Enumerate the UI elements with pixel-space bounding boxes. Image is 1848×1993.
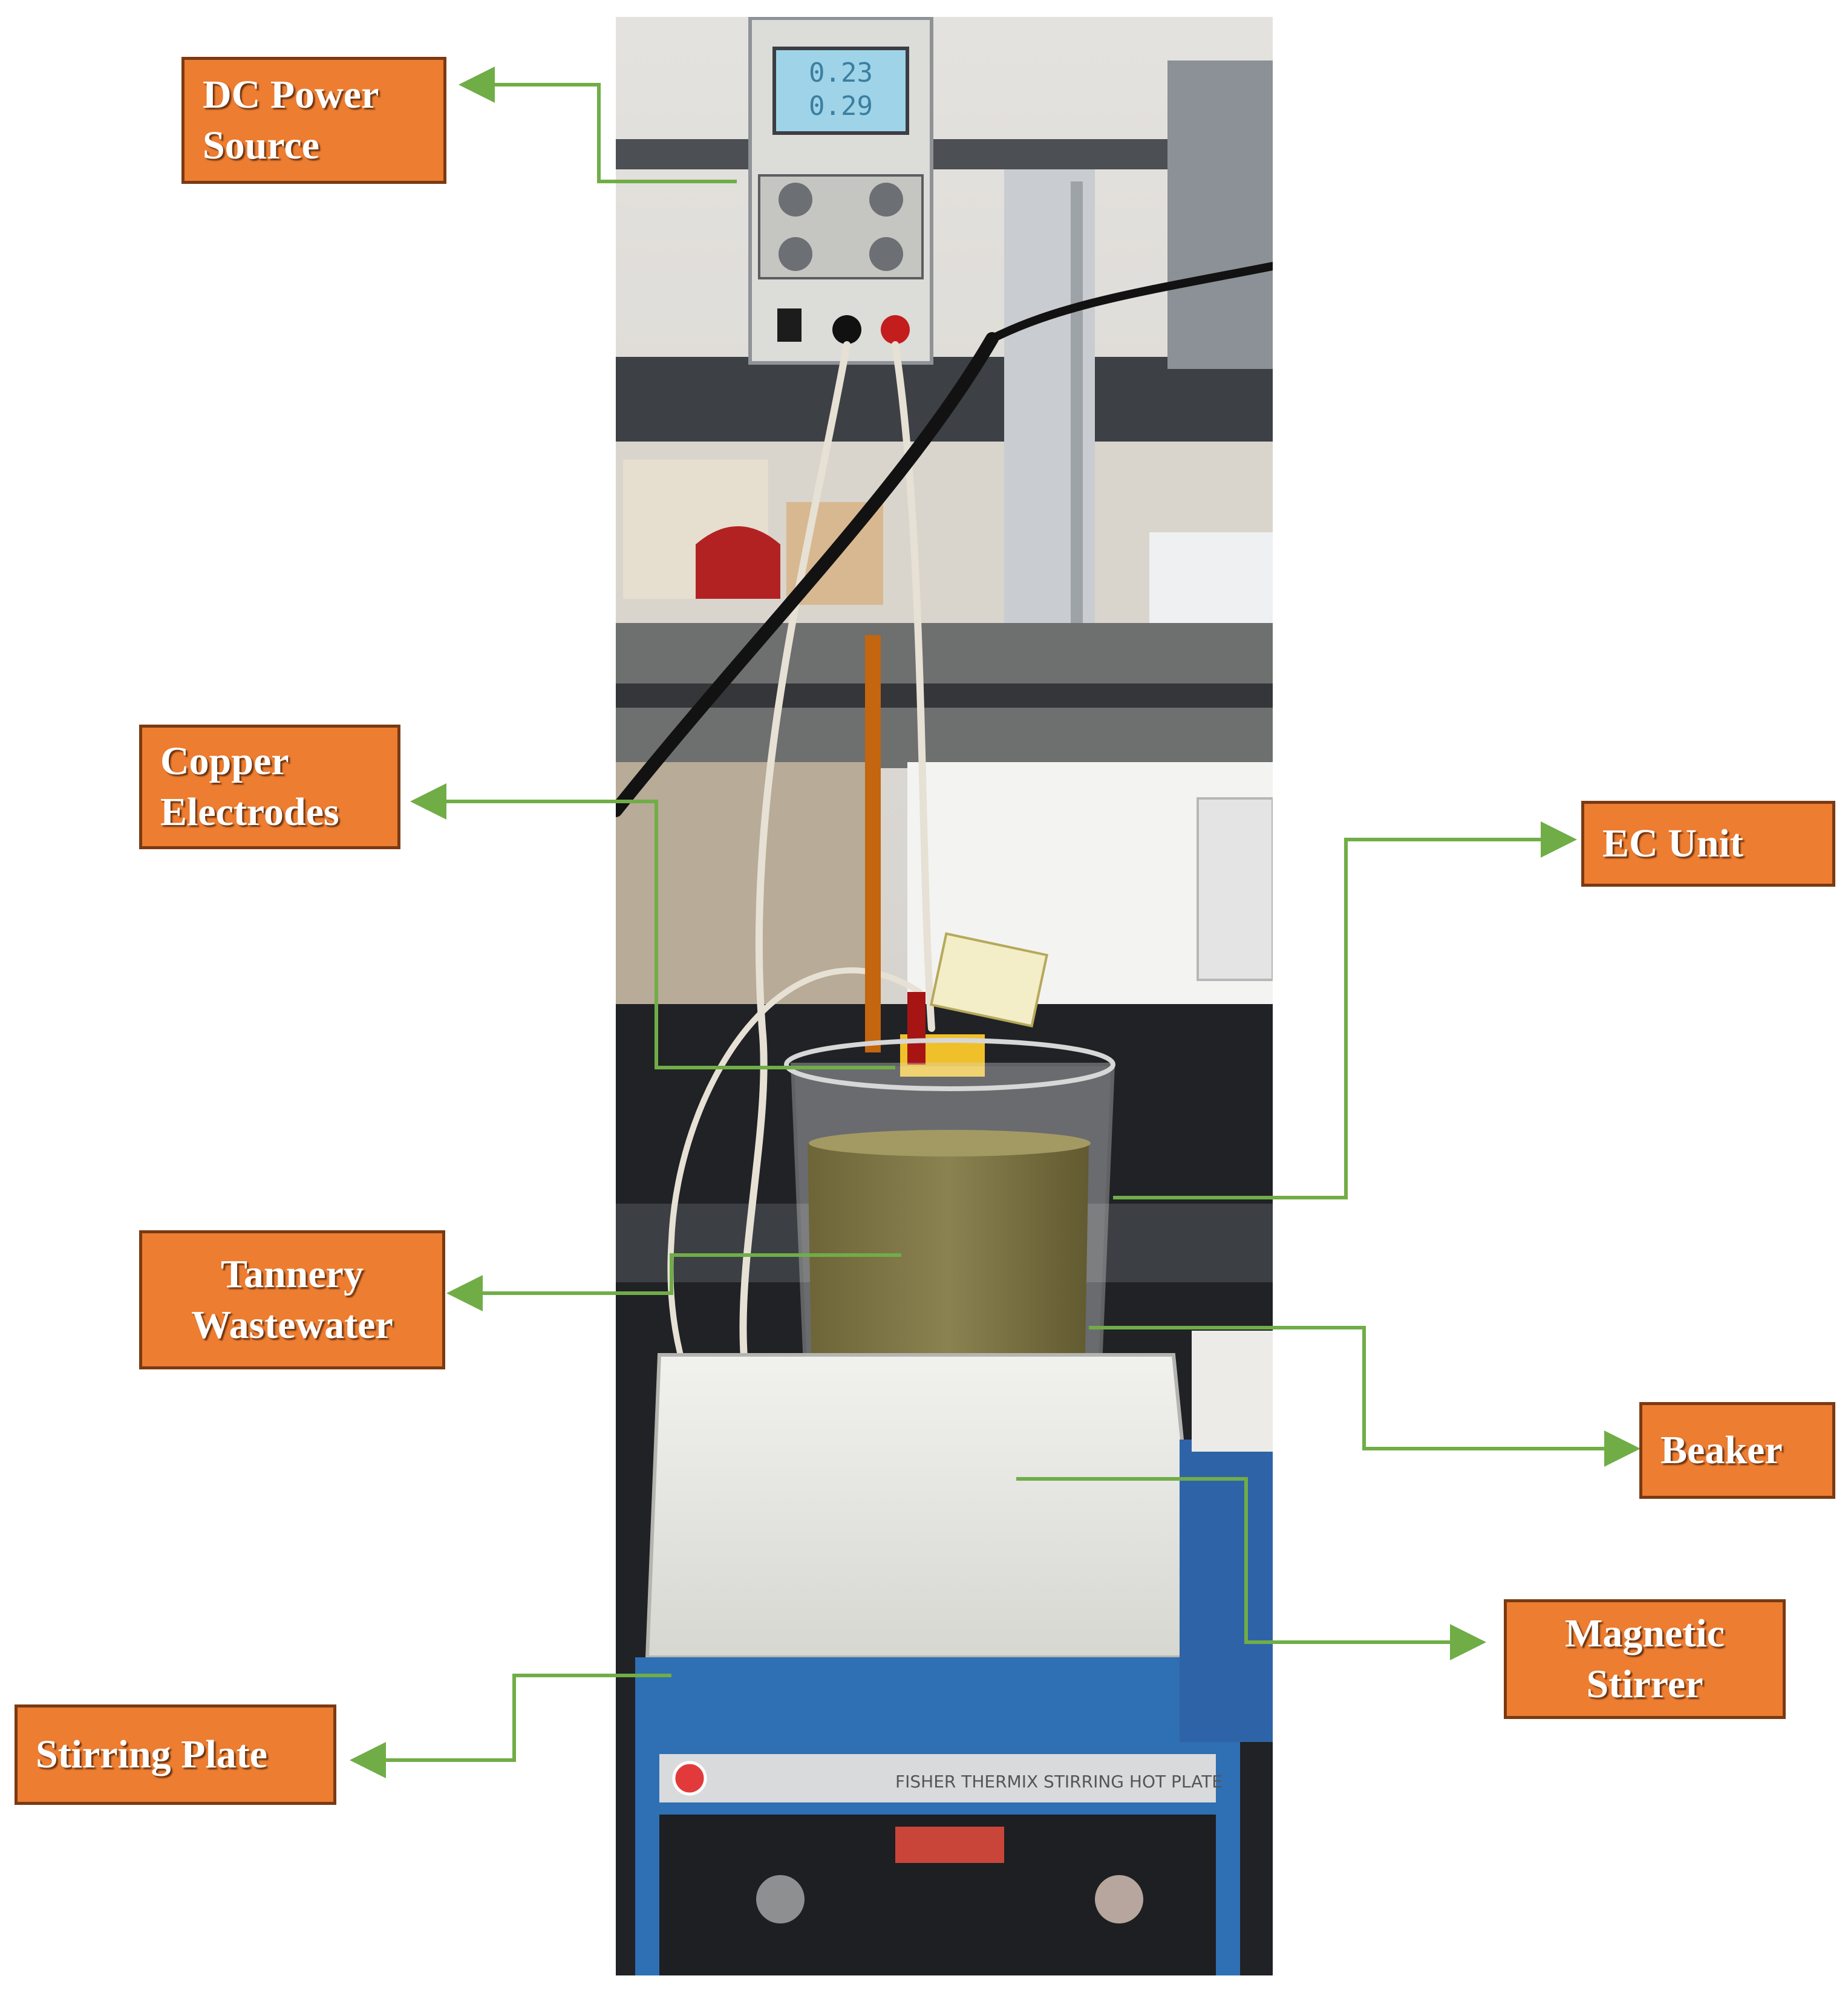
- magnetic-stirrer-label: Magnetic Stirrer: [1504, 1599, 1786, 1719]
- electrode-wires: [616, 262, 1273, 1443]
- tannery-wastewater-label: Tannery Wastewater: [139, 1230, 445, 1369]
- svg-text:0.23: 0.23: [809, 57, 873, 88]
- stirring-plate-label: Stirring Plate: [15, 1704, 336, 1805]
- beaker-label: Beaker: [1639, 1402, 1835, 1499]
- middle-shelf: [616, 357, 1273, 442]
- beaker-leader: [1089, 1326, 1641, 1467]
- orange-rod: [865, 635, 881, 1052]
- dc-power-source-label: DC Power Source: [181, 57, 446, 184]
- hot-plate: FISHER THERMIX STIRRING HOT PLATE: [635, 1353, 1240, 1975]
- dc-power-supply: 0.23 0.29: [748, 17, 933, 365]
- dc-power-source-leader: [459, 67, 737, 183]
- copper-electrodes-leader: [410, 783, 895, 1069]
- tannery-wastewater-leader: [446, 1253, 901, 1311]
- ec-unit-label: EC Unit: [1581, 801, 1835, 887]
- ec-unit-leader: [1113, 821, 1577, 1199]
- copper-electrodes-label: Copper Electrodes: [139, 725, 400, 849]
- blue-device: [1180, 1440, 1273, 1742]
- electrode-holder: [930, 932, 1048, 1028]
- magnetic-stirrer-leader: [1016, 1477, 1486, 1660]
- upper-shelf: [616, 139, 1273, 169]
- stirring-plate-leader: [350, 1674, 671, 1778]
- svg-text:0.29: 0.29: [809, 91, 873, 122]
- grey-device: [1167, 60, 1273, 369]
- svg-text:FISHER THERMIX STIRRING HOT PL: FISHER THERMIX STIRRING HOT PLATE: [895, 1772, 1223, 1792]
